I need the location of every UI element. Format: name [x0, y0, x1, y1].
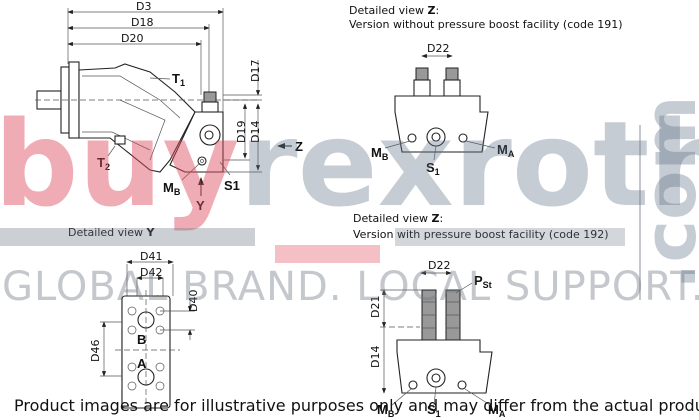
dim-d20: D20 — [121, 32, 143, 45]
view-z-191-title: Detailed view Z: — [349, 4, 439, 17]
dim-d22: D22 — [428, 259, 450, 272]
dim-d21: D21 — [369, 296, 382, 318]
watermark-domain: .com — [628, 95, 699, 290]
detailed-view-z-192: Detailed view Z: Version with pressure b… — [353, 212, 609, 419]
dim-d3: D3 — [136, 0, 151, 13]
dim-d22: D22 — [427, 42, 449, 55]
port-label-t2: T2 — [97, 155, 110, 172]
dim-d42: D42 — [140, 266, 162, 279]
port-label-ma: MA — [488, 402, 506, 419]
port-label-b: B — [137, 332, 146, 347]
dim-d41: D41 — [140, 250, 162, 263]
dim-d14: D14 — [249, 121, 262, 143]
dim-d46: D46 — [89, 340, 102, 362]
dim-d40: D40 — [187, 290, 200, 312]
view-z-191-subtitle: Version without pressure boost facility … — [349, 18, 623, 31]
dim-d14: D14 — [369, 346, 382, 368]
view-arrow-z: Z — [295, 139, 303, 154]
dim-d17: D17 — [249, 60, 262, 82]
port-label-mb: MB — [371, 145, 389, 162]
port-label-ma: MA — [497, 142, 515, 159]
detailed-view-z-191: Detailed view Z: Version without pressur… — [349, 4, 623, 177]
view-z-192-title: Detailed view Z: — [353, 212, 443, 225]
side-view-pump: D3 D18 D20 D17 D19 D14 T — [35, 0, 303, 213]
port-label-s1: S1 — [427, 402, 441, 419]
port-label-a: A — [137, 356, 147, 371]
view-y-title: Detailed view Y — [68, 226, 155, 239]
port-label-s1: S1 — [224, 178, 240, 193]
port-label-mb: MB — [163, 180, 181, 197]
disclaimer-footer: Product images are for illustrative purp… — [14, 396, 699, 415]
watermark-slogan: GLOBAL BRAND. LOCAL SUPPORT. — [2, 264, 699, 310]
watermark: buyrexroth GLOBAL BRAND. LOCAL SUPPORT. … — [0, 95, 699, 310]
port-label-t1: T1 — [172, 71, 185, 88]
watermark-brand: buyrexroth — [0, 95, 699, 233]
detailed-view-y: Detailed view Y D41 D42 D40 D46 B A — [68, 226, 200, 412]
port-label-s1: S1 — [426, 160, 440, 177]
port-label-mb: MB — [377, 402, 395, 419]
dim-d18: D18 — [131, 16, 153, 29]
dim-d19: D19 — [235, 121, 248, 143]
port-label-pst: PSt — [474, 273, 492, 290]
view-z-192-subtitle: Version with pressure boost facility (co… — [353, 228, 609, 241]
view-arrow-y: Y — [196, 198, 205, 213]
